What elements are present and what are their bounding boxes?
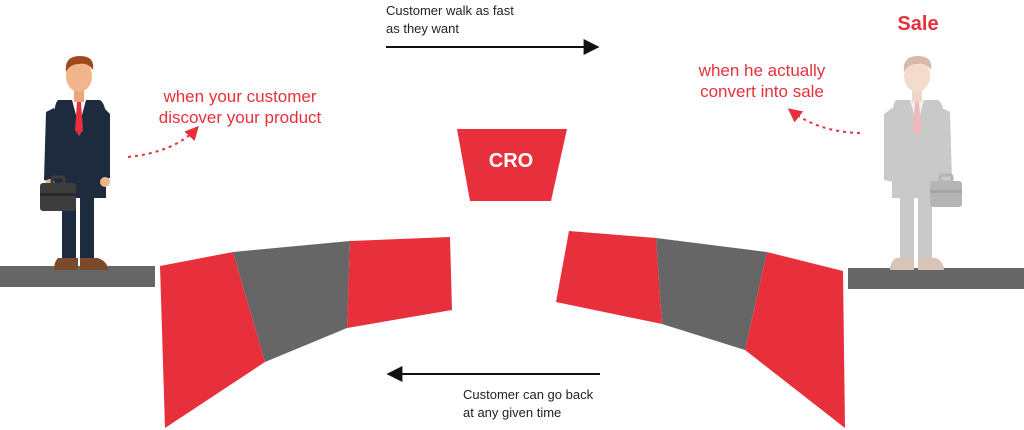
- briefcase-icon: [40, 175, 76, 211]
- businessman-figure: [44, 56, 110, 270]
- left-bridge-segment-2: [233, 241, 350, 362]
- discover-caption-line-1: when your customer: [163, 87, 317, 106]
- left-dotted-arrow: [127, 125, 199, 158]
- left-bridge-segment-1: [160, 252, 265, 428]
- faded-briefcase-icon: [930, 173, 962, 207]
- forward-note: Customer walk as fast as they want: [386, 2, 606, 38]
- forward-note-line-1: Customer walk as fast: [386, 3, 514, 18]
- right-bridge-segment-3: [745, 252, 845, 428]
- left-bridge-segment-3: [347, 237, 452, 328]
- right-bridge-segment-1: [556, 231, 662, 324]
- back-note-line-2: at any given time: [463, 405, 562, 420]
- left-ground: [0, 266, 155, 287]
- right-dotted-arrow: [787, 108, 861, 134]
- sale-label: Sale: [897, 13, 939, 35]
- discover-caption: when your customer discover your product: [140, 86, 340, 128]
- convert-caption-line-1: when he actually: [698, 61, 826, 80]
- convert-caption: when he actually convert into sale: [672, 60, 852, 102]
- convert-caption-line-2: convert into sale: [700, 82, 824, 101]
- right-ground: [848, 268, 1024, 289]
- cro-keystone: [457, 129, 567, 201]
- cro-label: CRO: [488, 150, 534, 172]
- back-note-line-1: Customer can go back: [463, 387, 594, 402]
- back-note: Customer can go back at any given time: [463, 386, 683, 422]
- forward-note-line-2: as they want: [386, 21, 459, 36]
- discover-caption-line-2: discover your product: [158, 108, 322, 127]
- right-bridge-segment-2: [656, 238, 767, 350]
- faded-businessman-figure: [884, 56, 952, 270]
